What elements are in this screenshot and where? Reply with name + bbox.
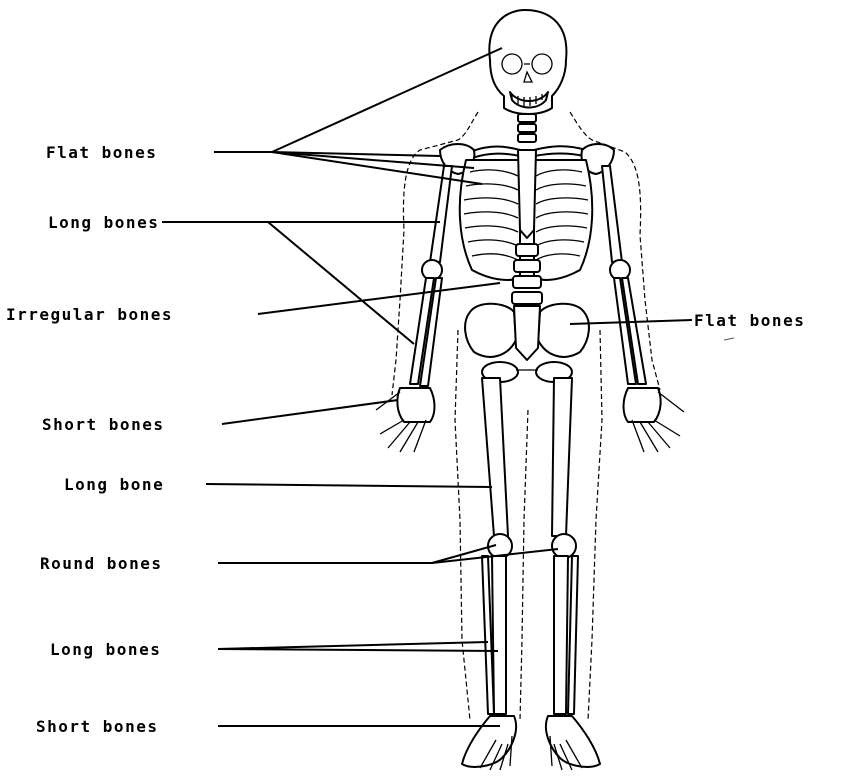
- speck-mark: [724, 338, 734, 340]
- cervical-spine: [518, 114, 536, 142]
- skull: [489, 10, 566, 114]
- left-arm: [410, 166, 452, 386]
- left-hand: [376, 388, 435, 452]
- label-irregular-bones: Irregular bones: [6, 305, 173, 324]
- left-foot: [462, 716, 516, 770]
- right-leg: [552, 378, 578, 714]
- leader-long-arm-forearm: [268, 222, 414, 344]
- label-long-bones-shin: Long bones: [50, 640, 161, 659]
- label-long-bones-arm: Long bones: [48, 213, 159, 232]
- label-short-bones-hand: Short bones: [42, 415, 164, 434]
- label-long-bone-leg: Long bone: [64, 475, 164, 494]
- leader-short-hand: [222, 400, 398, 424]
- leader-long-bone-femur: [206, 484, 492, 487]
- right-foot: [546, 716, 600, 770]
- label-short-bones-foot: Short bones: [36, 717, 158, 736]
- leader-long-shin: [218, 642, 488, 649]
- label-round-bones: Round bones: [40, 554, 162, 573]
- leader-flat-skull-up: [272, 48, 502, 152]
- label-flat-bones-pelvis: Flat bones: [694, 311, 805, 330]
- label-flat-bones-skull: Flat bones: [46, 143, 157, 162]
- labels: Flat bones Long bones Irregular bones Sh…: [6, 143, 805, 736]
- right-hand: [624, 388, 685, 452]
- left-leg: [482, 378, 512, 714]
- pelvis: [465, 304, 589, 382]
- right-arm: [602, 166, 646, 384]
- leader-long-shin-2: [218, 649, 498, 651]
- leader-irregular: [258, 283, 500, 314]
